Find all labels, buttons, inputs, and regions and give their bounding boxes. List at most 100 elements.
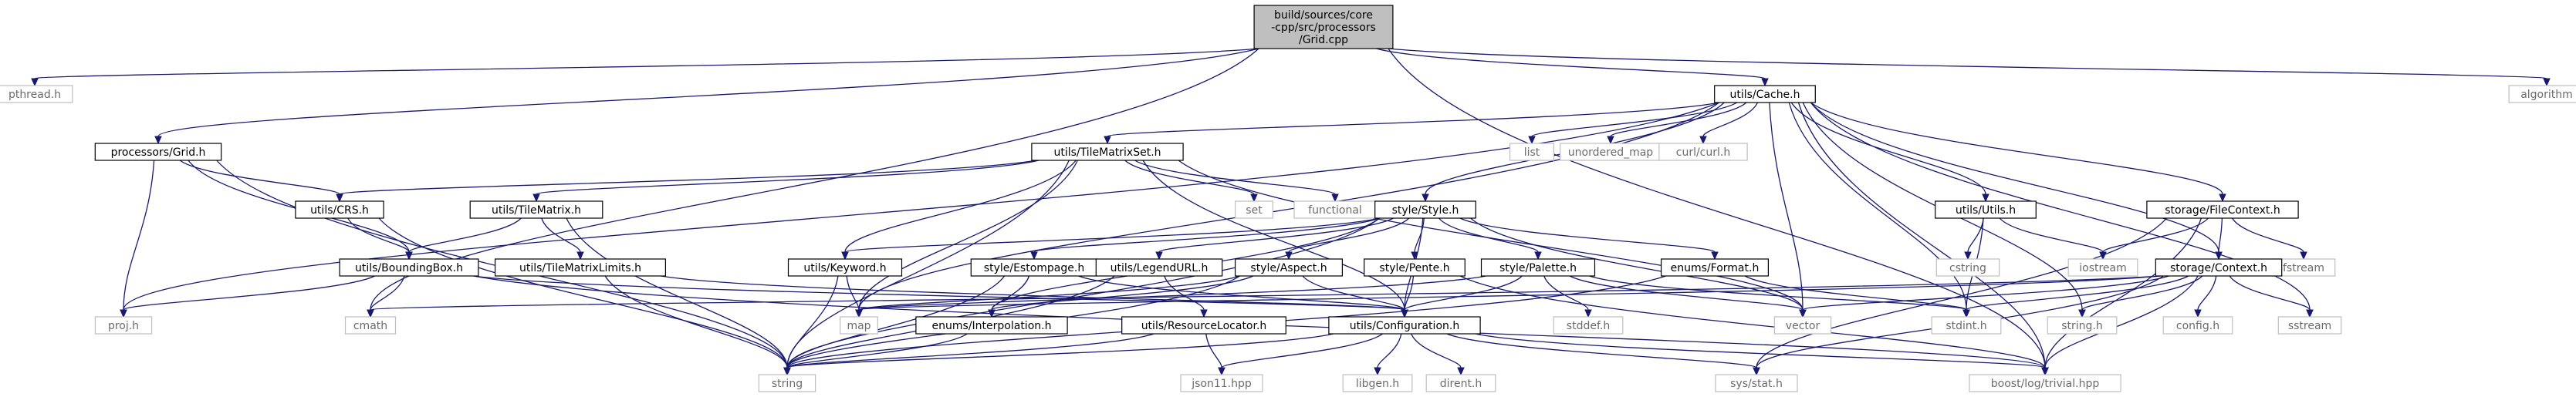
- node-cstring: cstring: [1935, 258, 2000, 277]
- node-style-estompage-h[interactable]: style/Estompage.h: [970, 258, 1098, 277]
- arrowhead-icon: [1699, 136, 1707, 145]
- node-style-palette-h[interactable]: style/Palette.h: [1480, 258, 1596, 277]
- arrowhead-icon: [841, 251, 849, 261]
- edge-utils-configuration-h-to-libgen-h: [1377, 333, 1402, 368]
- arrowhead-icon: [1528, 136, 1536, 145]
- node-label: sstream: [2288, 320, 2331, 332]
- node-box: [1553, 316, 1624, 335]
- node-string: string: [758, 374, 816, 392]
- node-label: style/Pente.h: [1379, 262, 1449, 274]
- node-utils-cache-h[interactable]: utils/Cache.h: [1714, 85, 1816, 103]
- arrowhead-icon: [532, 193, 540, 203]
- node-label: utils/Configuration.h: [1350, 320, 1459, 332]
- edge-utils-tilematrixset-h-to-vector: [1178, 160, 1804, 311]
- edge-style-style-h-to-utils-legendurl-h: [1158, 217, 1394, 253]
- edge-utils-cache-h-to-boost-log-trivial: [1797, 102, 2046, 368]
- arrowhead-icon: [988, 309, 996, 318]
- node-label: -cpp/src/processors: [1271, 22, 1376, 34]
- node-utils-resourcelocator-h[interactable]: utils/ResourceLocator.h: [1121, 316, 1286, 335]
- node-box: [2155, 258, 2283, 277]
- node-enums-interpolation-h[interactable]: enums/Interpolation.h: [915, 316, 1068, 335]
- node-label: functional: [1308, 204, 1362, 217]
- node-box: [1658, 143, 1748, 161]
- arrowhead-icon: [855, 309, 863, 318]
- node-label: vector: [1786, 320, 1820, 332]
- node-enums-format-h[interactable]: enums/Format.h: [1661, 258, 1770, 277]
- arrowhead-icon: [336, 193, 343, 203]
- arrowhead-icon: [1799, 309, 1807, 318]
- node-utils-utils-h[interactable]: utils/Utils.h: [1935, 200, 2037, 219]
- arrowhead-icon: [1155, 251, 1163, 261]
- arrowhead-icon: [367, 309, 374, 318]
- node-label: list: [1524, 146, 1540, 159]
- edge-utils-cache-h-to-utils-tilematrixset-h: [1107, 102, 1719, 137]
- node-json11-hpp: json11.hpp: [1180, 374, 1263, 392]
- edge-style-style-h-to-style-pente-h: [1414, 217, 1425, 253]
- node-style-aspect-h[interactable]: style/Aspect.h: [1234, 258, 1343, 277]
- node-utils-tilematrix-h[interactable]: utils/TileMatrix.h: [469, 200, 603, 219]
- node-vector: vector: [1773, 316, 1832, 335]
- arrowhead-icon: [1753, 367, 1760, 376]
- arrowhead-icon: [405, 251, 413, 261]
- node-box: [1374, 200, 1476, 219]
- node-box: [1509, 143, 1554, 161]
- node-box: [1234, 258, 1343, 277]
- edge-utils-tilematrix-h-to-string: [566, 217, 788, 368]
- node-label: style/Palette.h: [1499, 262, 1577, 274]
- edge-enums-interpolation-h-to-string: [786, 333, 968, 368]
- node-utils-legendurl-h[interactable]: utils/LegendURL.h: [1095, 258, 1223, 277]
- node-storage-filecontext-h[interactable]: storage/FileContext.h: [2146, 200, 2299, 219]
- node-box: [840, 316, 878, 335]
- node-box: [344, 316, 397, 335]
- node-utils-crs-h[interactable]: utils/CRS.h: [295, 200, 384, 219]
- edge-grid-cpp-to-algorithm: [1388, 48, 2547, 79]
- node-label: utils/TileMatrixLimits.h: [519, 262, 641, 274]
- arrowhead-icon: [1761, 78, 1769, 87]
- node-box: [1253, 5, 1394, 49]
- edge-style-palette-h-to-vector: [1569, 275, 1804, 311]
- edge-utils-cache-h-to-list: [1531, 102, 1738, 137]
- arrowhead-icon: [120, 309, 127, 318]
- edge-grid-cpp-to-boost-log-trivial: [1388, 48, 2046, 368]
- node-utils-boundingbox-h[interactable]: utils/BoundingBox.h: [339, 258, 479, 277]
- node-sys-stat-h: sys/stat.h: [1715, 374, 1798, 392]
- arrowhead-icon: [1030, 251, 1038, 261]
- edge-storage-filecontext-h-to-iostream: [2102, 217, 2209, 253]
- node-box: [1180, 374, 1263, 392]
- edge-utils-cache-h-to-style-style-h: [1425, 102, 1725, 195]
- edge-utils-configuration-h-to-string: [786, 333, 1334, 368]
- node-style-pente-h[interactable]: style/Pente.h: [1364, 258, 1465, 277]
- node-style-style-h[interactable]: style/Style.h: [1374, 200, 1476, 219]
- node-string-h: string.h: [2047, 316, 2118, 335]
- node-stddef-h: stddef.h: [1553, 316, 1624, 335]
- edge-storage-context-h-to-vector: [1802, 275, 2169, 311]
- node-box: [1121, 316, 1286, 335]
- node-grid-cpp[interactable]: build/sources/core-cpp/src/processors/Gr…: [1253, 5, 1394, 49]
- node-label: processors/Grid.h: [111, 146, 206, 159]
- node-utils-tilematrixset-h[interactable]: utils/TileMatrixSet.h: [1031, 143, 1184, 161]
- node-pthread-h: pthread.h: [0, 85, 73, 103]
- node-utils-keyword-h[interactable]: utils/Keyword.h: [787, 258, 903, 277]
- edge-utils-tilematrix-h-to-utils-boundingbox-h: [408, 217, 522, 253]
- arrowhead-icon: [1250, 193, 1258, 203]
- node-box: [1715, 374, 1798, 392]
- edge-utils-cache-h-to-vector: [1769, 102, 1804, 311]
- node-box: [94, 143, 222, 161]
- node-label: unordered_map: [1568, 146, 1653, 159]
- edge-utils-resourcelocator-h-to-string: [786, 333, 1154, 368]
- node-label: style/Style.h: [1392, 204, 1459, 217]
- node-label: stdint.h: [1946, 320, 1986, 332]
- edge-storage-context-h-to-cmath: [370, 275, 2161, 311]
- edge-utils-resourcelocator-h-to-json11-hpp: [1205, 333, 1222, 368]
- node-utils-configuration-h[interactable]: utils/Configuration.h: [1328, 316, 1481, 335]
- edge-utils-tilematrixset-h-to-utils-configuration-h: [1142, 160, 1405, 311]
- node-storage-context-h[interactable]: storage/Context.h: [2155, 258, 2283, 277]
- node-processors-grid-h[interactable]: processors/Grid.h: [94, 143, 222, 161]
- node-box: [1095, 258, 1223, 277]
- node-utils-tilematrixlimits-h[interactable]: utils/TileMatrixLimits.h: [494, 258, 666, 277]
- edge-style-style-h-to-style-aspect-h: [1288, 217, 1410, 253]
- node-label: json11.hpp: [1191, 378, 1252, 390]
- node-libgen-h: libgen.h: [1342, 374, 1413, 392]
- node-label: map: [847, 320, 870, 332]
- arrowhead-icon: [1104, 136, 1111, 145]
